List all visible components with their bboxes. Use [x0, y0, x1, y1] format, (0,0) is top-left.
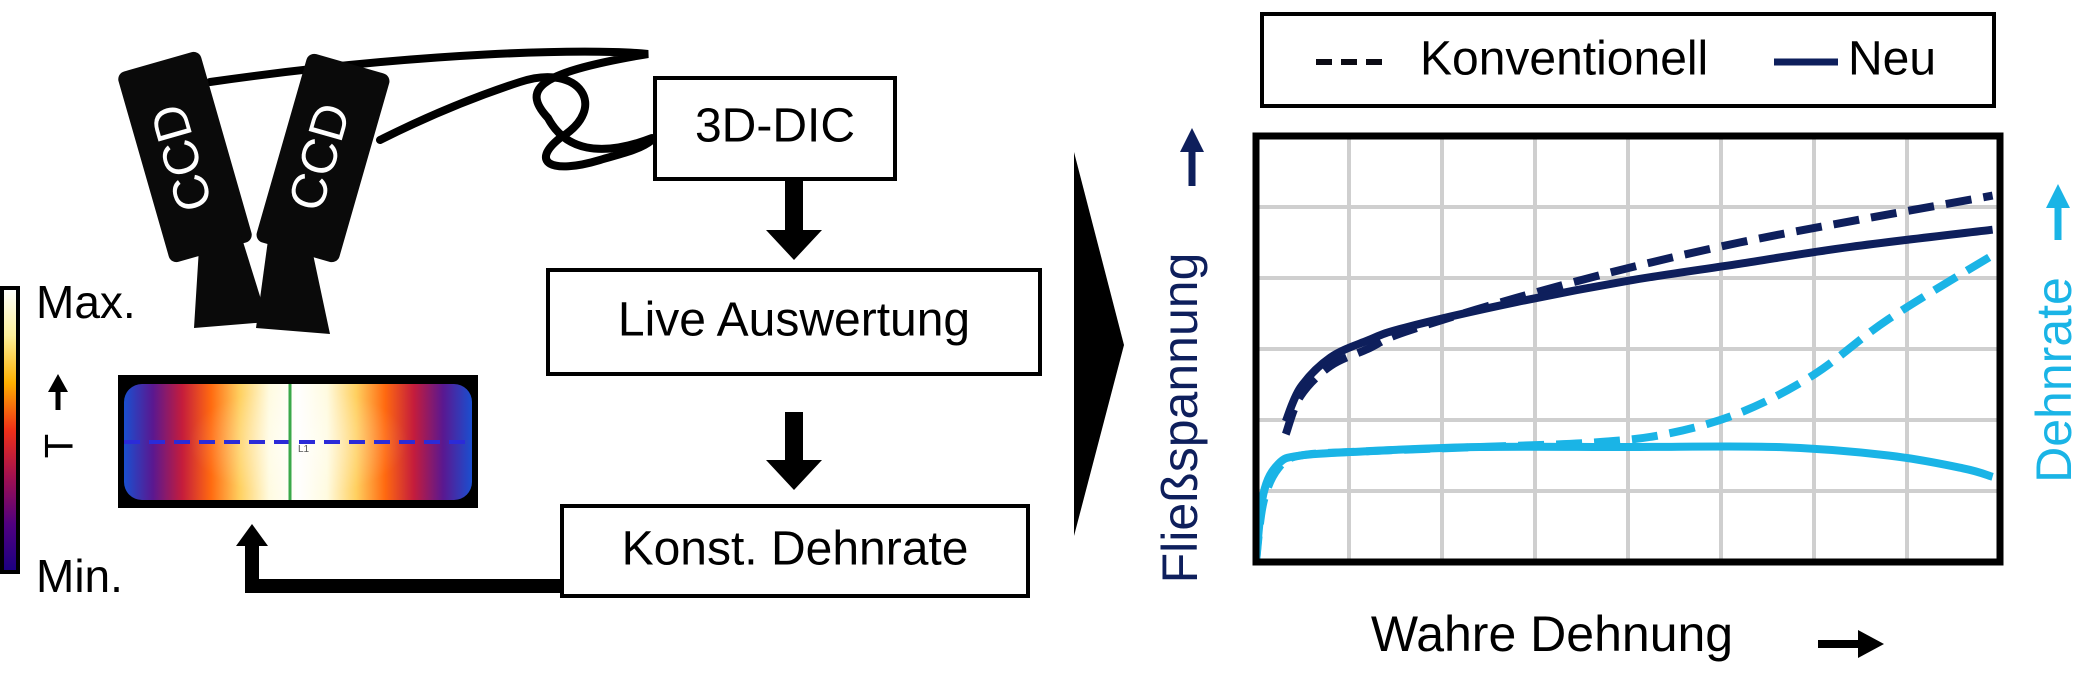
series-layer [1256, 191, 1995, 562]
chart-legend: Konventionell Neu [1260, 12, 1996, 108]
big-right-arrow [1074, 152, 1124, 536]
camera-cables [206, 47, 656, 171]
process-step-live-auswertung: Live Auswertung [546, 268, 1042, 376]
process-step-konst-dehnrate: Konst. Dehnrate [560, 504, 1030, 598]
arrow-down-2 [766, 412, 822, 490]
y-axis-right-arrow [2046, 184, 2070, 240]
process-step-label: 3D-DIC [695, 100, 855, 153]
y-axis-left-arrow [1180, 128, 1204, 186]
x-axis-arrow [1818, 630, 1884, 658]
process-box [560, 504, 1030, 598]
temperature-scale: Max. Min. T [0, 276, 136, 602]
flow-stress-chart: Wahre Dehnung Fließspannung Dehnrate [1152, 128, 2082, 662]
series-line-dehnrate-neu [1256, 442, 1994, 562]
ccd-camera-left: CCD [118, 51, 268, 328]
thermal-marker-label: L1 [298, 444, 310, 455]
process-step-3d-dic: 3D-DIC [653, 76, 897, 181]
temperature-up-arrow [48, 374, 68, 410]
legend-label-new: Neu [1848, 33, 1936, 86]
legend-label-conventional: Konventionell [1420, 33, 1708, 86]
series-line-flie-spannung-konventionell [1282, 191, 1994, 436]
ccd-camera-right: CCD [256, 53, 390, 334]
thermal-hotspot [188, 388, 408, 496]
thermal-image: L1 [118, 375, 478, 508]
y-axis-left-label: Fließspannung [1152, 253, 1208, 584]
temperature-axis-label: T [38, 434, 82, 458]
y-axis-right-label: Dehnrate [2026, 277, 2082, 483]
camera-lens-left [194, 232, 268, 328]
feedback-arrow [236, 524, 562, 593]
process-box [546, 268, 1042, 376]
temperature-colorbar [0, 286, 20, 574]
camera-body [118, 51, 252, 263]
legend-box [1260, 12, 1996, 108]
camera-lens-right [256, 240, 330, 334]
arrow-down-1 [766, 180, 822, 260]
plot-frame [1252, 132, 2004, 566]
temperature-min-label: Min. [36, 550, 123, 602]
x-axis-label: Wahre Dehnung [1371, 606, 1733, 662]
process-box [653, 76, 897, 181]
series-line-flie-spannung-neu [1282, 225, 1994, 423]
process-step-label: Live Auswertung [618, 294, 970, 347]
temperature-max-label: Max. [36, 276, 136, 328]
camera-body [256, 53, 390, 263]
process-step-label: Konst. Dehnrate [622, 523, 969, 576]
